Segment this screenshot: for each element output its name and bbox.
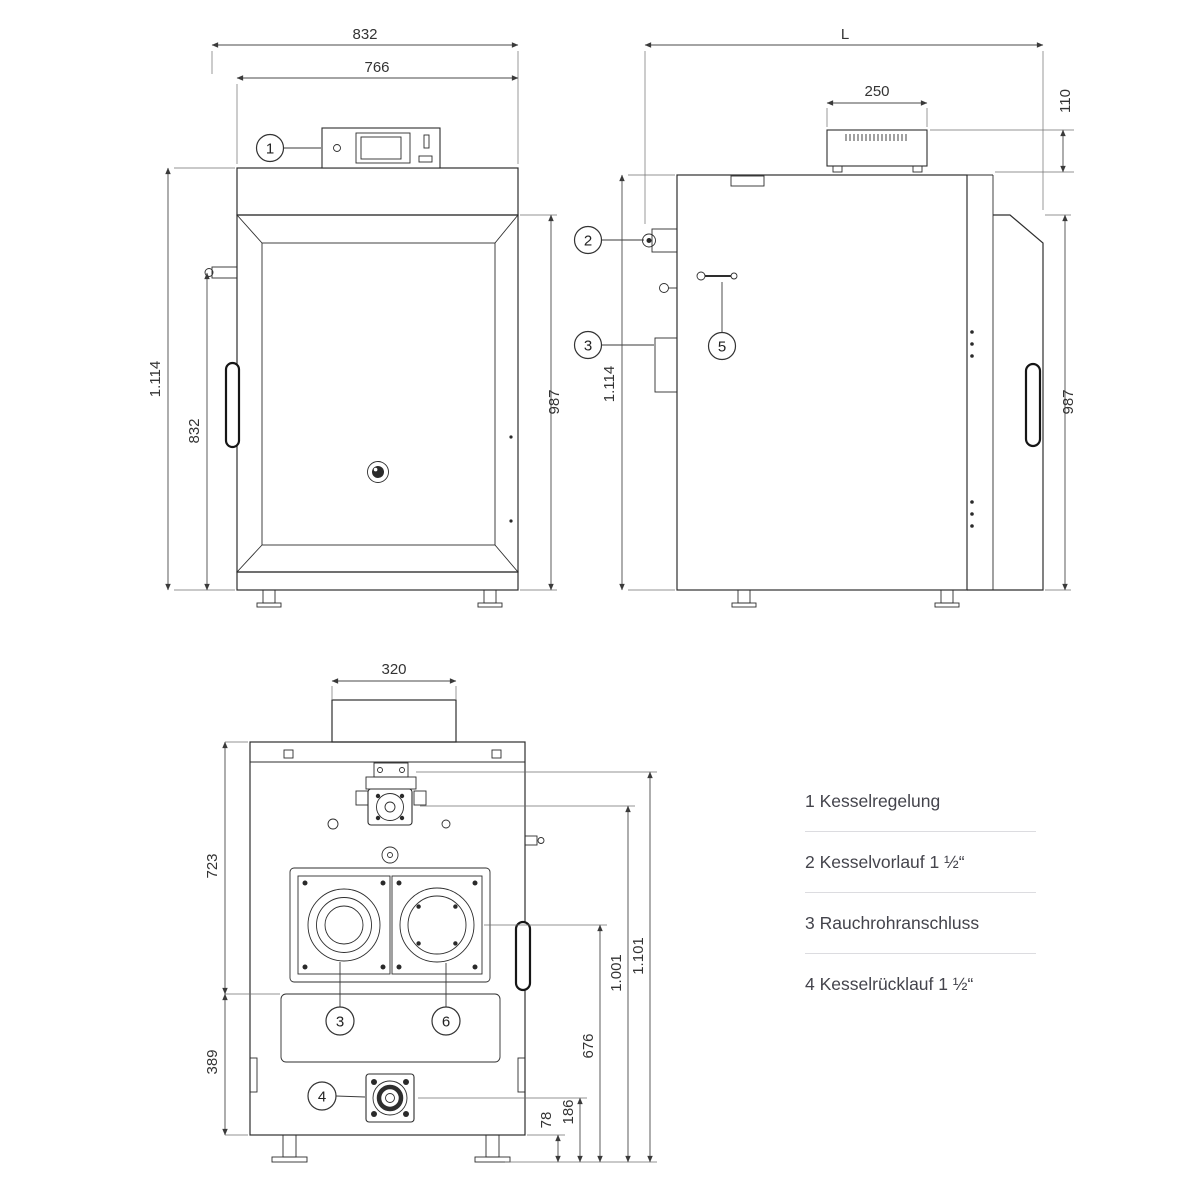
callout-5-griff: 5 (707, 282, 737, 361)
rear-dimensions: 320 723 389 676 1.001 1.101 186 78 (204, 661, 657, 1163)
legend-item-3: 3 Rauchrohranschluss (805, 893, 1036, 954)
front-sensor-fitting (211, 266, 238, 279)
dim-rear-320: 320 (381, 661, 406, 678)
callout-1-number: 1 (266, 141, 274, 158)
front-body-frame (236, 214, 519, 573)
callout-4-ruecklauf: 4 (307, 1081, 366, 1111)
dim-rear-186: 186 (560, 1099, 577, 1124)
dim-side-1114: 1.114 (601, 366, 618, 402)
panel-display (355, 132, 411, 164)
side-rear-handle (1024, 362, 1042, 448)
rear-opening-right (399, 887, 475, 963)
side-control-unit (826, 129, 928, 173)
front-dimensions: 832 766 1.114 832 987 (147, 26, 563, 591)
rear-ruecklauf-flange (365, 1073, 415, 1123)
front-view: 1 832 766 1.114 832 987 (147, 26, 563, 608)
dim-rear-78: 78 (538, 1112, 555, 1129)
callout-4-number: 4 (318, 1089, 326, 1106)
callout-3-number: 3 (336, 1014, 344, 1031)
side-dimensions: L 250 110 1.114 987 (601, 26, 1077, 591)
front-control-panel (321, 127, 441, 169)
rear-side-handle (514, 920, 532, 992)
rear-flue-duct (331, 699, 457, 743)
callout-6-number: 6 (442, 1014, 450, 1031)
side-rauchrohr-stub (654, 337, 678, 393)
dim-front-832-top: 832 (352, 26, 377, 43)
front-foot-right (483, 589, 497, 604)
front-foot-left (262, 589, 276, 604)
rear-opening-plates (289, 867, 491, 983)
front-door-panel (261, 242, 496, 546)
legend-item-1: 1 Kesselregelung (805, 771, 1036, 832)
rear-sensor-stub (524, 835, 538, 846)
rear-view: 3 6 4 320 723 389 676 (204, 661, 657, 1163)
front-base-strip (236, 571, 519, 591)
callout-2-number: 2 (584, 233, 592, 250)
rear-opening-left (307, 888, 381, 962)
side-foot-left (737, 589, 751, 604)
rear-foot-right (485, 1134, 500, 1158)
front-door-knob (367, 461, 389, 483)
front-boiler-body (204, 167, 519, 608)
callout-3-rauchrohr-side: 3 (573, 330, 654, 360)
dim-front-766: 766 (364, 59, 389, 76)
callout-2-kesselvorlauf: 2 (573, 225, 644, 255)
legend-item-4: 4 Kesselrücklauf 1 ½“ (805, 954, 1036, 1014)
dim-front-832-left: 832 (186, 418, 203, 443)
rear-foot-left (282, 1134, 297, 1158)
side-small-fitting (659, 283, 677, 293)
legend: 1 Kesselregelung 2 Kesselvorlauf 1 ½“ 3 … (805, 771, 1036, 1014)
dim-front-987: 987 (546, 389, 563, 414)
side-vorlauf-fitting (642, 228, 678, 253)
side-boiler-body (676, 174, 1044, 608)
callout-1-kesselregelung: 1 (255, 133, 321, 163)
side-view: 2 3 5 L 250 110 (573, 26, 1077, 608)
legend-item-2-label: 2 Kesselvorlauf 1 ½“ (805, 851, 965, 872)
dim-side-L: L (841, 26, 849, 43)
callout-6: 6 (431, 963, 461, 1036)
side-rear-cladding (967, 214, 1044, 591)
dim-side-110: 110 (1057, 89, 1074, 113)
legend-item-4-label: 4 Kesselrücklauf 1 ½“ (805, 973, 974, 994)
rear-boiler-body (249, 699, 545, 1163)
callout-3-rauchrohr-rear: 3 (325, 962, 355, 1036)
rear-top-flange (376, 793, 404, 821)
dim-front-1114: 1.114 (147, 361, 164, 397)
legend-item-1-label: 1 Kesselregelung (805, 790, 941, 811)
rear-top-bracket (327, 762, 451, 864)
rear-plate-left (297, 875, 391, 975)
dim-side-987: 987 (1060, 389, 1077, 414)
dim-side-250: 250 (864, 83, 889, 100)
control-unit-vents (845, 134, 907, 141)
front-door-handle (224, 361, 241, 449)
dim-rear-389: 389 (204, 1049, 221, 1074)
panel-button (333, 144, 341, 152)
dim-rear-1101: 1.101 (630, 937, 647, 975)
front-hood (236, 167, 519, 216)
side-foot-right (940, 589, 954, 604)
legend-item-2: 2 Kesselvorlauf 1 ½“ (805, 832, 1036, 893)
callout-3-number: 3 (584, 338, 592, 355)
dim-rear-676: 676 (580, 1033, 597, 1058)
rear-plate-right (391, 875, 483, 975)
legend-item-3-label: 3 Rauchrohranschluss (805, 912, 980, 933)
side-door-lever (696, 271, 738, 281)
rear-lower-panel (280, 993, 501, 1063)
dim-rear-723: 723 (204, 853, 221, 878)
callout-5-number: 5 (718, 339, 726, 356)
dim-rear-1001: 1.001 (608, 954, 625, 992)
